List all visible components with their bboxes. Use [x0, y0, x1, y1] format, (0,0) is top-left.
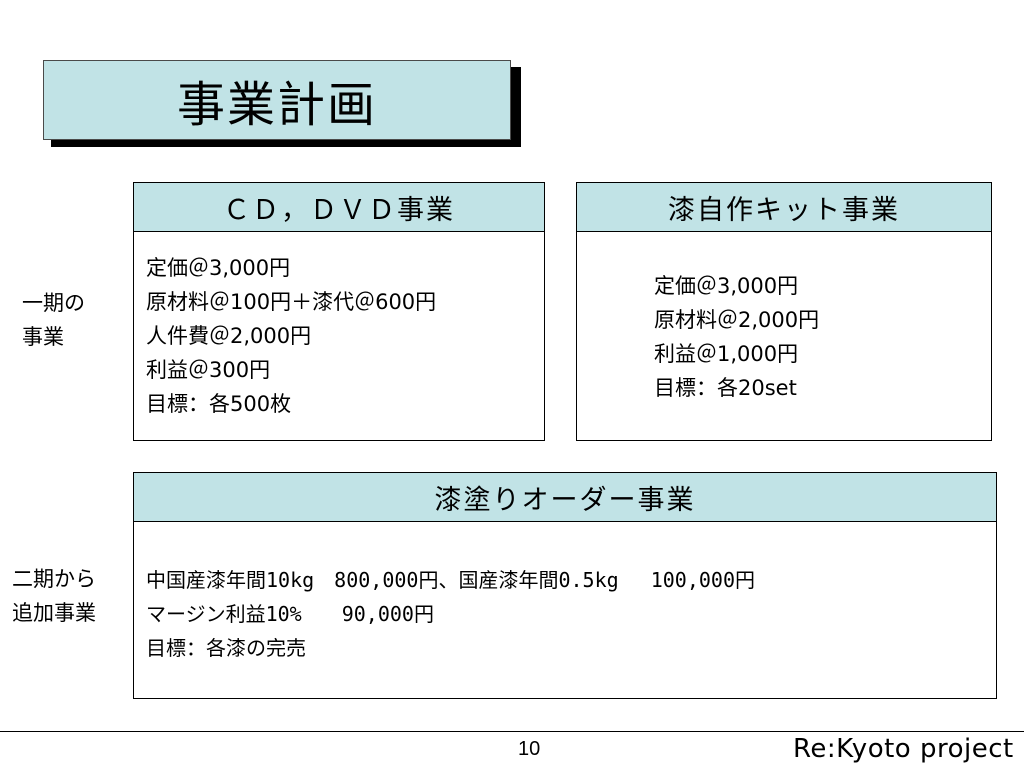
footer-divider	[0, 731, 1024, 732]
cd-dvd-heading: ＣＤ，ＤＶＤ事業	[134, 183, 544, 232]
kit-line: 利益＠1,000円	[654, 342, 799, 366]
order-line: マージン利益10% 90,000円	[146, 602, 434, 626]
page-number: 10	[518, 738, 541, 760]
order-line: 目標：各漆の完売	[146, 636, 306, 660]
phase2-label: 二期から 追加事業	[12, 567, 96, 625]
cd-dvd-line: 人件費＠2,000円	[146, 324, 312, 348]
kit-line: 目標：各20set	[654, 376, 797, 400]
kit-line: 定価＠3,000円	[654, 274, 799, 298]
cd-dvd-line: 目標：各500枚	[146, 392, 292, 416]
brand-logo: Re:Kyoto project	[793, 734, 1014, 764]
cd-dvd-panel: ＣＤ，ＤＶＤ事業 定価＠3,000円 原材料＠100円＋漆代＠600円 人件費＠…	[133, 182, 545, 441]
kit-body: 定価＠3,000円 原材料＠2,000円 利益＠1,000円 目標：各20set	[577, 232, 991, 405]
cd-dvd-line: 利益＠300円	[146, 358, 271, 382]
cd-dvd-line: 原材料＠100円＋漆代＠600円	[146, 290, 437, 314]
cd-dvd-body: 定価＠3,000円 原材料＠100円＋漆代＠600円 人件費＠2,000円 利益…	[134, 232, 544, 421]
order-panel: 漆塗りオーダー事業 中国産漆年間10kg 800,000円、国産漆年間0.5kg…	[133, 472, 997, 699]
order-line: 中国産漆年間10kg 800,000円、国産漆年間0.5kg 100,000円	[146, 568, 755, 592]
kit-line: 原材料＠2,000円	[654, 308, 820, 332]
phase1-label: 一期の 事業	[22, 291, 85, 349]
page-title: 事業計画	[43, 60, 511, 140]
cd-dvd-line: 定価＠3,000円	[146, 256, 291, 280]
kit-heading: 漆自作キット事業	[577, 183, 991, 232]
order-heading: 漆塗りオーダー事業	[134, 473, 996, 522]
order-body: 中国産漆年間10kg 800,000円、国産漆年間0.5kg 100,000円 …	[134, 522, 996, 665]
kit-panel: 漆自作キット事業 定価＠3,000円 原材料＠2,000円 利益＠1,000円 …	[576, 182, 992, 441]
